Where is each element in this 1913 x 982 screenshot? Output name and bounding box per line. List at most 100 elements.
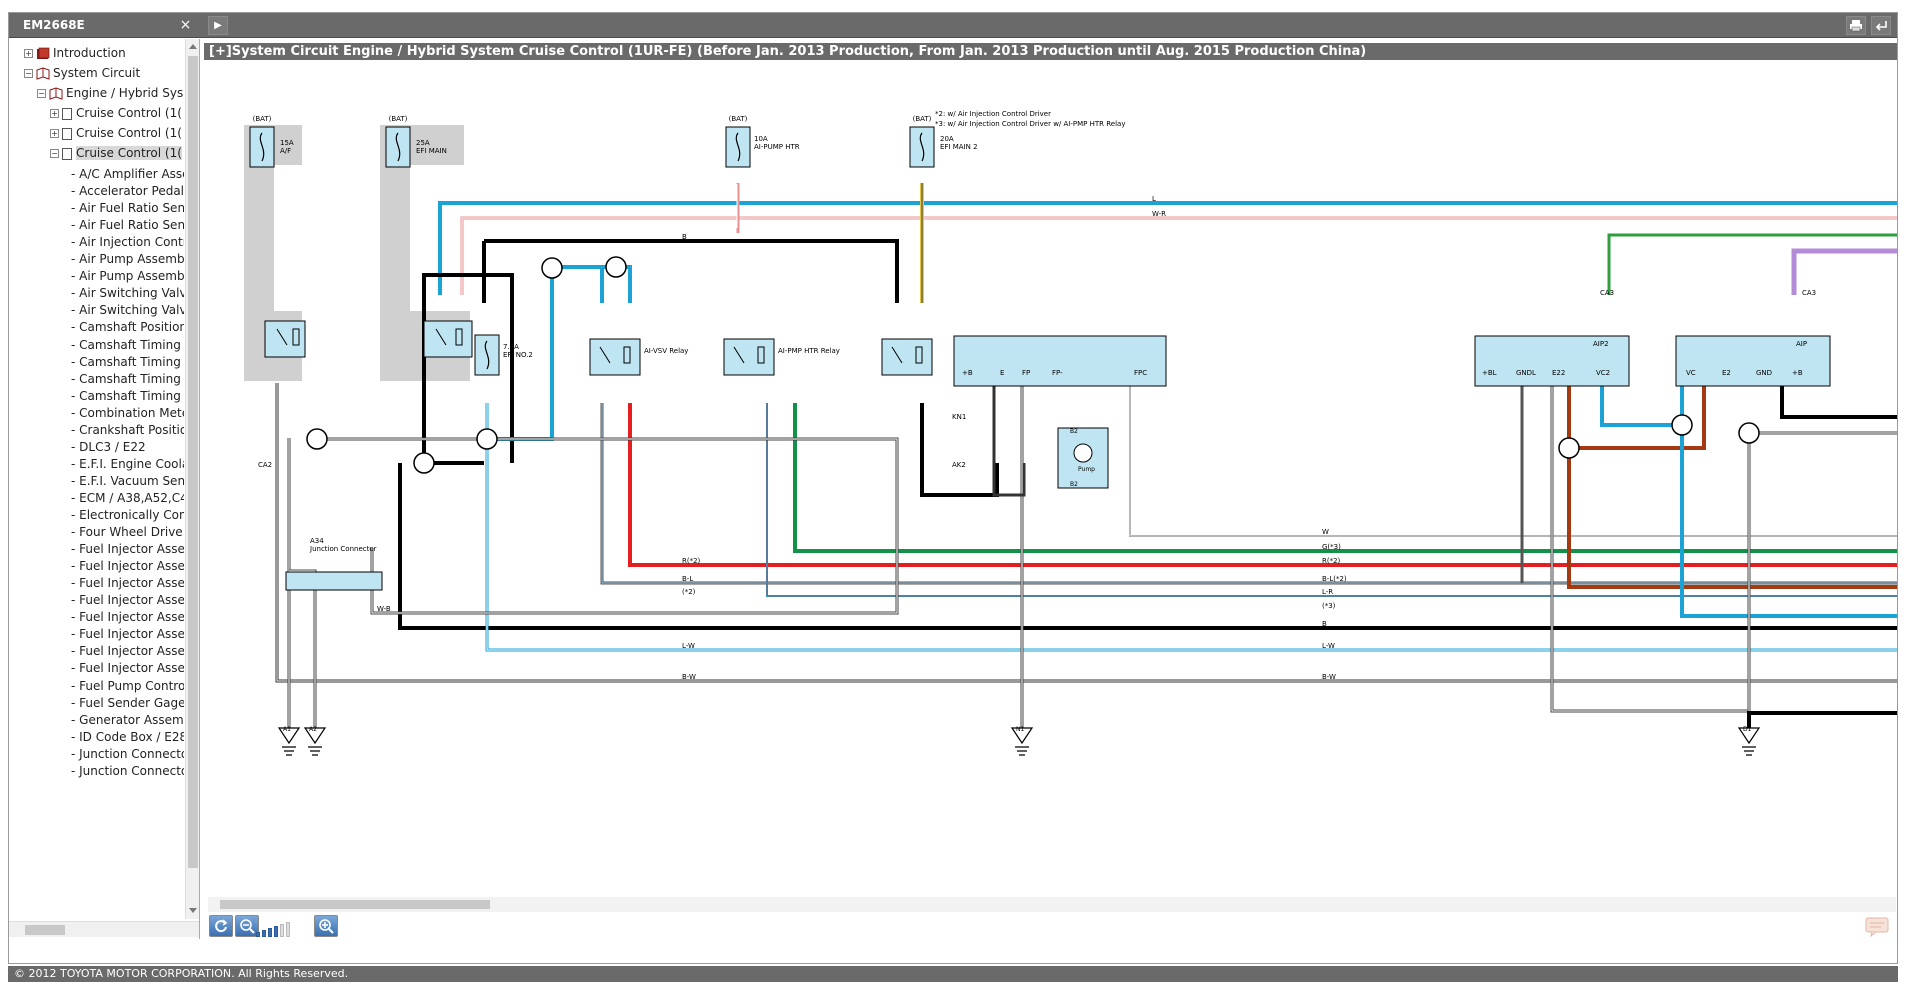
junction-code: A34 <box>310 537 324 545</box>
tree-item-cruise-control-2[interactable]: +Cruise Control (1( <box>50 123 182 143</box>
toc-leaf-item[interactable]: - DLC3 / E22 <box>71 439 146 454</box>
toc-leaf-item[interactable]: - Air Fuel Ratio Sens <box>71 201 184 216</box>
refresh-button[interactable] <box>209 915 233 937</box>
toc-tree: +Introduction −System Circuit −Engine / … <box>9 39 184 919</box>
collapse-toggle[interactable]: − <box>37 89 46 98</box>
print-button[interactable] <box>1846 16 1866 35</box>
wire-b <box>920 403 999 497</box>
valve-pin: E22 <box>1552 369 1565 377</box>
expand-toggle[interactable]: + <box>50 129 59 138</box>
toc-leaf-item[interactable]: - Air Pump Assembly <box>71 252 184 267</box>
scroll-down-arrow-icon[interactable] <box>189 908 197 913</box>
pump-motor-icon <box>1073 443 1093 463</box>
tree-item-cruise-control-1[interactable]: +Cruise Control (1( <box>50 103 182 123</box>
collapse-toggle[interactable]: − <box>24 69 33 78</box>
tree-item-system-circuit[interactable]: −System Circuit <box>24 63 140 83</box>
toc-leaf-item[interactable]: - Fuel Injector Asser <box>71 559 184 574</box>
wire-w-b-core <box>289 570 316 728</box>
toc-leaf-item[interactable]: - Air Switching Valve <box>71 286 184 301</box>
toc-leaf-item[interactable]: - E.F.I. Vacuum Sens <box>71 473 184 488</box>
zoom-out-button[interactable] <box>235 915 259 937</box>
wire-g <box>793 403 1897 553</box>
relay-af <box>264 320 306 358</box>
wire-b-w-core <box>276 383 1897 682</box>
fuse-rating: 15A <box>280 139 294 147</box>
valve-pin: +BL <box>1482 369 1497 377</box>
toc-leaf-item[interactable]: - Camshaft Timing C <box>71 371 184 386</box>
expand-toggle[interactable]: + <box>24 49 33 58</box>
fuse-af <box>249 126 275 168</box>
wire-b <box>1780 383 1897 419</box>
fuse-name: EFI NO.2 <box>503 351 533 359</box>
toc-leaf-item[interactable]: - Electronically Contr <box>71 508 184 522</box>
wire-label: B <box>682 233 687 241</box>
wiring-diagram-canvas: (BAT) 15A A/F (BAT) 25A EFI MAIN (BAT) 1… <box>244 110 1897 756</box>
tree-item-introduction[interactable]: +Introduction <box>24 43 126 63</box>
mid-wire-label: R(*2) <box>682 557 701 565</box>
valve-pin: GNDL <box>1516 369 1536 377</box>
toc-leaf-item[interactable]: - Fuel Injector Asser <box>71 576 184 591</box>
toc-leaf-item[interactable]: - A/C Amplifier Asse <box>71 167 184 181</box>
wire-label: W <box>1322 528 1329 536</box>
toc-leaf-item[interactable]: - Crankshaft Position <box>71 422 184 437</box>
wire-b-w <box>992 383 1026 497</box>
expand-panel-button[interactable]: ▶ <box>208 16 228 35</box>
scroll-up-arrow-icon[interactable] <box>189 44 197 49</box>
toc-leaf-item[interactable]: - Air Fuel Ratio Sens <box>71 218 184 233</box>
close-panel-button[interactable]: × <box>179 17 192 33</box>
tree-item-cruise-control-3[interactable]: −Cruise Control (1( <box>50 143 182 163</box>
toc-leaf-item[interactable]: - Fuel Injector Asser <box>71 661 184 676</box>
toc-leaf-item[interactable]: - Combination Meter <box>71 405 184 420</box>
fuse-bat-label: (BAT) <box>913 115 932 123</box>
toc-leaf-item[interactable]: - E.F.I. Engine Coola <box>71 456 184 471</box>
diagram-note: *2: w/ Air Injection Control Driver <box>935 110 1051 118</box>
zoom-in-button[interactable] <box>314 915 338 937</box>
toc-leaf-item[interactable]: - Air Injection Contr <box>71 235 184 250</box>
toc-leaf-item[interactable]: - Generator Assembl <box>71 712 184 727</box>
connector-label: KN1 <box>952 413 966 421</box>
scroll-thumb[interactable] <box>188 56 198 868</box>
toc-leaf-item[interactable]: - Camshaft Timing C <box>71 337 184 352</box>
book-icon <box>36 67 50 80</box>
diagram-horizontal-scrollbar[interactable] <box>208 897 1896 912</box>
toc-leaf-item[interactable]: - Fuel Injector Asser <box>71 542 184 557</box>
expand-toggle[interactable]: + <box>50 109 59 118</box>
sidebar-vertical-scrollbar[interactable] <box>185 39 199 919</box>
toc-leaf-item[interactable]: - ID Code Box / E28 <box>71 729 184 744</box>
zoom-in-icon <box>319 919 334 934</box>
toc-leaf-item[interactable]: - Camshaft Timing C <box>71 388 184 403</box>
return-button[interactable] <box>1871 16 1891 35</box>
toc-leaf-item[interactable]: - Fuel Sender Gage / <box>71 695 184 710</box>
toc-leaf-item[interactable]: - Fuel Injector Asser <box>71 593 184 608</box>
sidebar-horizontal-scrollbar[interactable] <box>9 921 199 937</box>
toc-leaf-item[interactable]: - Four Wheel Drive C <box>71 525 184 540</box>
toc-leaf-item[interactable]: - Fuel Pump Control <box>71 678 184 693</box>
collapse-toggle[interactable]: − <box>50 149 59 158</box>
wiring-diagram[interactable]: (BAT) 15A A/F (BAT) 25A EFI MAIN (BAT) 1… <box>202 63 1897 897</box>
toc-leaf-item[interactable]: - Air Pump Assembly <box>71 269 184 284</box>
expand-title-toggle[interactable]: [+] <box>209 44 232 59</box>
tree-item-engine-hybrid[interactable]: −Engine / Hybrid Sys <box>37 83 183 103</box>
toc-leaf-item[interactable]: - Air Switching Valve <box>71 303 184 318</box>
valve-pin: AIP <box>1796 340 1807 348</box>
toc-leaf-item[interactable]: - Camshaft Timing C <box>71 354 184 369</box>
diagram-title-bar: [+]System Circuit Engine / Hybrid System… <box>204 43 1897 60</box>
document-id: EM2668E <box>23 18 85 32</box>
toc-leaf-item[interactable]: - ECM / A38,A52,C4: <box>71 490 184 505</box>
scroll-thumb[interactable] <box>220 900 490 909</box>
printer-icon <box>1850 20 1862 32</box>
right-wire-label: L-R <box>1322 588 1333 596</box>
junction-connector-a34 <box>285 571 383 591</box>
wire-w-r <box>460 216 1897 295</box>
toc-leaf-item[interactable]: - Accelerator Pedal S <box>71 184 184 199</box>
valve-pin: VC2 <box>1596 369 1610 377</box>
toc-leaf-item[interactable]: - Fuel Injector Asser <box>71 644 184 659</box>
toc-leaf-item[interactable]: - Fuel Injector Asser <box>71 610 184 625</box>
toc-leaf-item[interactable]: - Junction Connector <box>71 763 184 778</box>
scroll-thumb[interactable] <box>25 925 65 935</box>
valve-pin: GND <box>1756 369 1772 377</box>
toc-leaf-item[interactable]: - Fuel Injector Asser <box>71 627 184 642</box>
toc-leaf-item[interactable]: - Junction Connector <box>71 746 184 761</box>
toc-leaf-item[interactable]: - Camshaft Position <box>71 320 184 335</box>
comment-button[interactable] <box>1863 915 1891 938</box>
